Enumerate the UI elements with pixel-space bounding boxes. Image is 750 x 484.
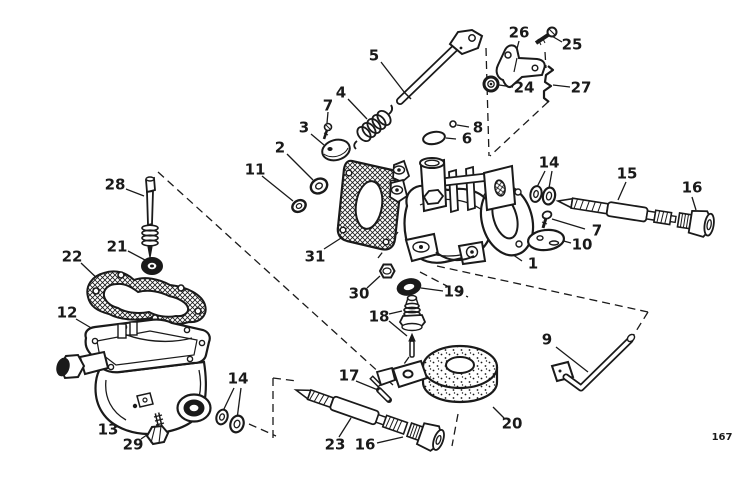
- callout-7-top: 7: [323, 97, 333, 115]
- callout-30: 30: [349, 285, 370, 303]
- callout-1: 1: [528, 255, 538, 273]
- part-packing-nut-16-right: [676, 209, 715, 238]
- part-packing-21: [141, 257, 163, 275]
- part-screw-7-top: [322, 122, 333, 140]
- part-nut-30: [378, 263, 396, 279]
- part-pin-17: [376, 387, 392, 403]
- part-hinge-rod-9: [550, 333, 636, 392]
- callout-22: 22: [62, 248, 83, 266]
- part-needle-23: [293, 388, 409, 436]
- callout-18: 18: [369, 308, 390, 326]
- part-bracket-26: [495, 44, 546, 89]
- callout-16-bottom: 16: [355, 436, 376, 454]
- part-screw-25: [534, 26, 558, 46]
- callout-15: 15: [617, 165, 638, 183]
- callout-4: 4: [336, 84, 346, 102]
- callout-5: 5: [369, 47, 379, 65]
- callout-17: 17: [339, 367, 360, 385]
- part-seal-19: [396, 278, 422, 296]
- callout-27: 27: [571, 79, 592, 97]
- part-screw-29: [145, 412, 170, 446]
- part-needle-15: [555, 197, 677, 226]
- callout-23: 23: [325, 436, 346, 454]
- part-washer-11: [291, 198, 307, 214]
- callout-11: 11: [245, 161, 266, 179]
- callout-14-bottom: 14: [228, 370, 249, 388]
- part-float-bowl-12: [56, 318, 212, 435]
- page-number: 167: [712, 432, 733, 443]
- callout-21: 21: [107, 238, 128, 256]
- callout-29: 29: [123, 436, 144, 454]
- part-spring-4: [353, 104, 394, 150]
- part-gasket-31: [336, 159, 403, 251]
- callout-10: 10: [572, 236, 593, 254]
- callout-31: 31: [305, 248, 326, 266]
- part-grommet-24: [482, 75, 500, 93]
- callout-28: 28: [105, 176, 126, 194]
- part-inlet-valve-18: [398, 294, 427, 358]
- part-throttle-plate-3: [321, 138, 351, 162]
- part-disc-10: [526, 228, 566, 252]
- callout-3: 3: [299, 119, 309, 137]
- callout-13: 13: [98, 421, 119, 439]
- callout-8: 8: [473, 119, 483, 137]
- callout-24: 24: [514, 79, 535, 97]
- callout-20: 20: [502, 415, 523, 433]
- callout-7-right: 7: [592, 222, 602, 240]
- assembly-axis-lines: [157, 47, 649, 447]
- callout-25: 25: [562, 36, 583, 54]
- callout-12: 12: [57, 304, 78, 322]
- part-carburetor-body-1: [389, 157, 535, 266]
- part-ball-8: [449, 120, 457, 128]
- part-clip-27: [542, 65, 555, 103]
- callout-14-right: 14: [539, 154, 560, 172]
- callout-2: 2: [275, 139, 285, 157]
- callout-19: 19: [444, 283, 465, 301]
- callout-6: 6: [462, 130, 472, 148]
- callout-9: 9: [542, 331, 552, 349]
- part-throttle-shaft-5: [396, 28, 484, 105]
- part-float-20: [369, 344, 499, 404]
- part-washer-2: [309, 177, 329, 195]
- part-screw-7-right: [541, 210, 553, 229]
- part-gasket-22: [86, 270, 207, 326]
- part-washers-14-bottom: [215, 408, 245, 434]
- callout-26: 26: [509, 24, 530, 42]
- part-plug-6: [422, 130, 446, 146]
- callout-16-right: 16: [682, 179, 703, 197]
- part-plug-13: [132, 403, 138, 409]
- part-needle-28: [141, 176, 159, 259]
- part-washers-14-right: [529, 185, 557, 206]
- part-packing-nut-16-bottom: [405, 422, 445, 452]
